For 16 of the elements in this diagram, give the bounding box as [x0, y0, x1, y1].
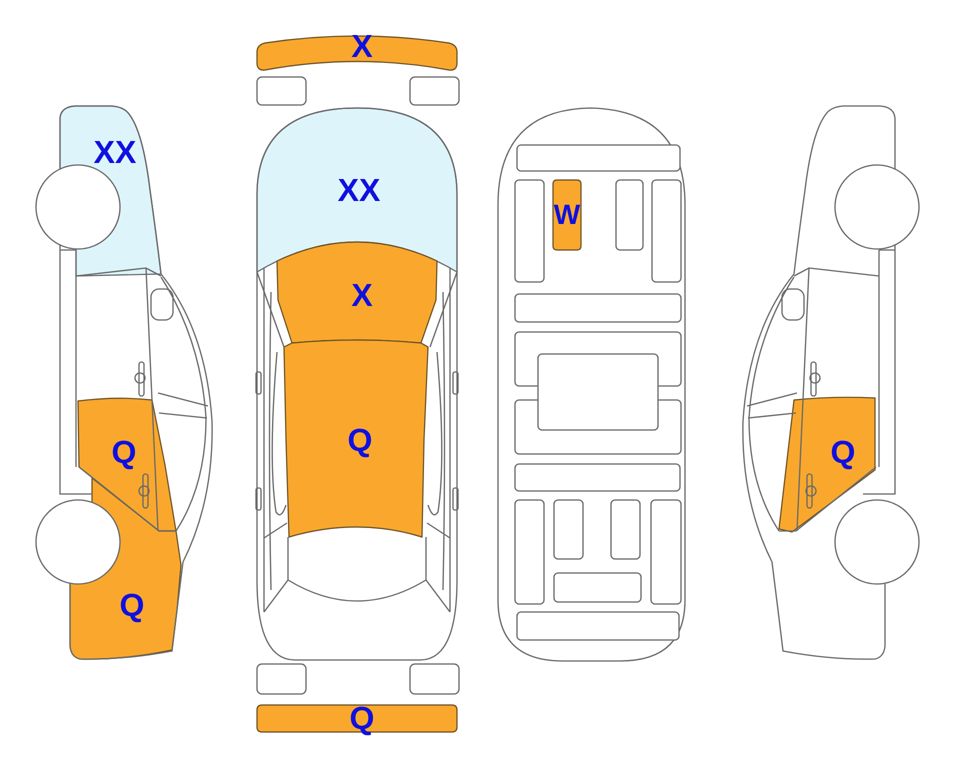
- damage-code: Q: [350, 702, 374, 734]
- rear-door-panel: [778, 396, 876, 534]
- rear-quarter-panel: [69, 477, 182, 661]
- damage-code: Q: [120, 589, 144, 621]
- damage-code: Q: [348, 424, 372, 456]
- damage-code: XX: [338, 174, 380, 206]
- rear-door-panel: [77, 396, 177, 533]
- windshield-panel: [276, 241, 438, 345]
- front-fender-panel: [59, 105, 163, 278]
- damage-code: X: [351, 279, 373, 311]
- damage-code: XX: [94, 136, 136, 168]
- roof-panel: [283, 338, 429, 539]
- damage-code: Q: [112, 436, 136, 468]
- damage-code: X: [351, 30, 373, 62]
- damage-code: Q: [830, 436, 856, 468]
- hood-panel: [256, 107, 458, 274]
